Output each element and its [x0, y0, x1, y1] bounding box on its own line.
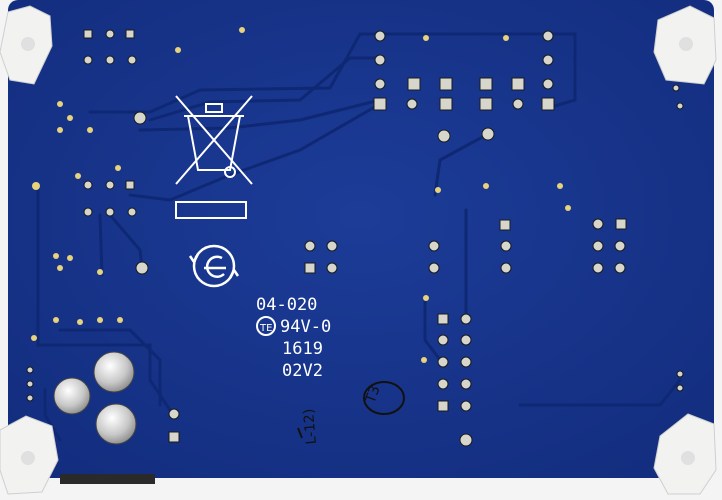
board-substrate	[8, 0, 714, 478]
part-number-marking: 04-020	[256, 295, 317, 315]
revision-marking: 02V2	[282, 361, 323, 381]
circled-label-text: T3	[362, 383, 383, 406]
cert-logo-icon: TE	[256, 316, 276, 336]
weee-bin-icon	[175, 95, 253, 219]
copper-traces	[36, 32, 682, 442]
handwritten-mark	[297, 427, 303, 439]
handwritten-side-label: L-12)	[301, 408, 320, 445]
screw-heads	[53, 351, 137, 445]
standoff-holes	[21, 37, 695, 465]
date-code-marking: 1619	[282, 339, 323, 359]
cert-logo-letters: TE	[259, 323, 272, 334]
small-vias	[31, 27, 571, 363]
flammability-marking: 94V-0	[280, 317, 331, 337]
recycle-e-icon	[188, 244, 240, 288]
handwritten-circled-label: T3	[362, 381, 405, 415]
connector-edge	[60, 474, 155, 484]
solder-pads	[26, 29, 684, 447]
